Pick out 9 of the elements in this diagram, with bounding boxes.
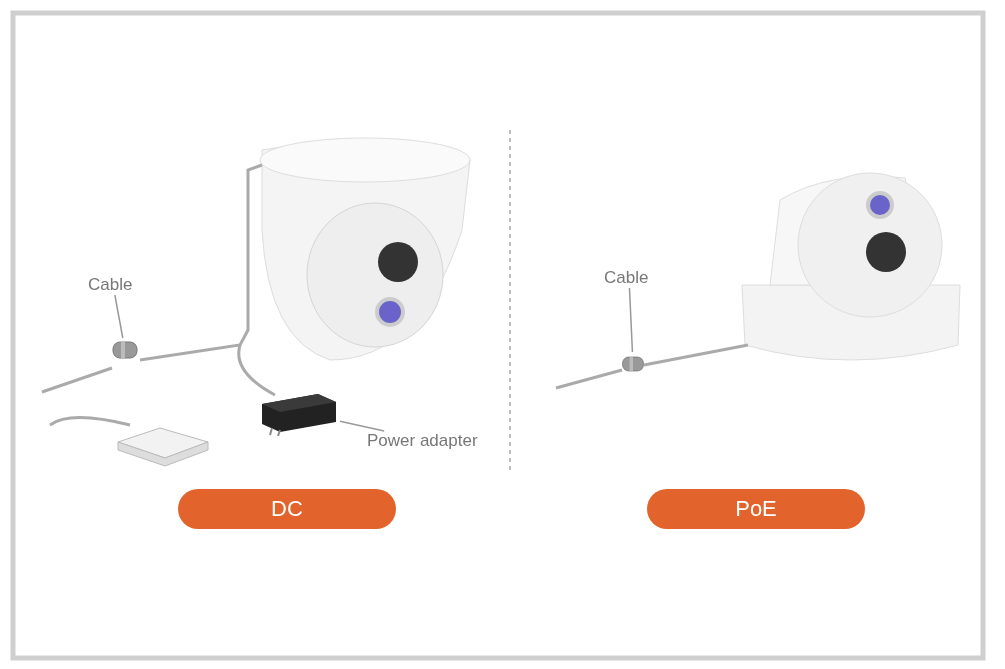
- mode-badge: DC: [178, 489, 396, 529]
- mode-badge: PoE: [647, 489, 865, 529]
- callout-label: Power adapter: [367, 431, 491, 451]
- cable-connector-icon: [110, 338, 140, 362]
- leader-line: [114, 294, 124, 339]
- leader-line: [628, 287, 634, 353]
- callout-label: Cable: [604, 268, 654, 288]
- callout-label: Cable: [88, 275, 138, 295]
- leader-line: [339, 420, 385, 432]
